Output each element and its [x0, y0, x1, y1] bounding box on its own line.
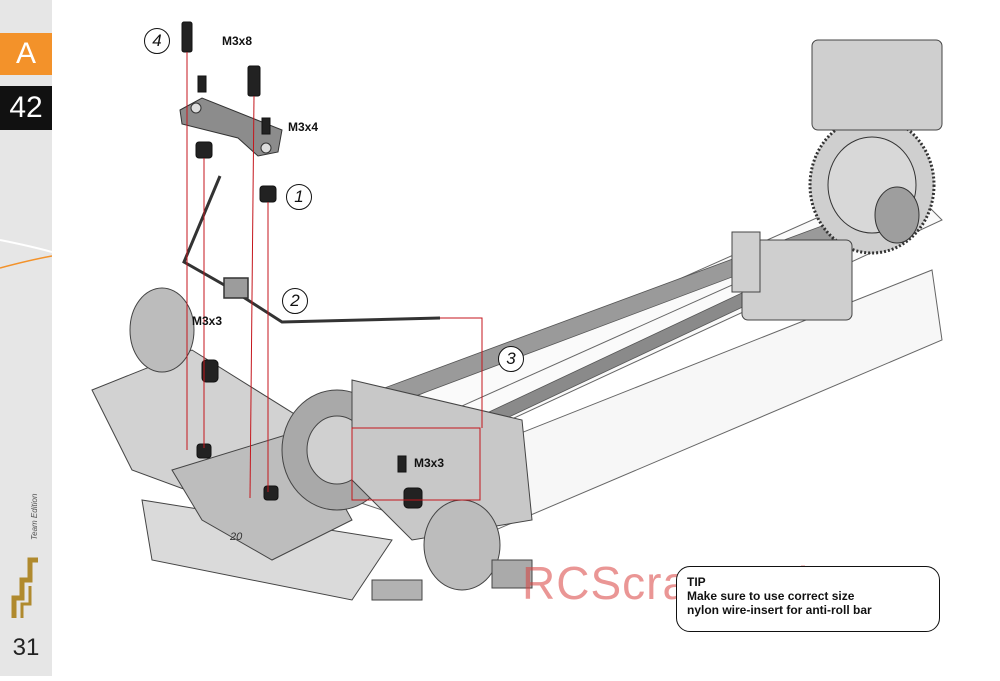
spur-gear: [808, 115, 936, 255]
step-4-marker: 4: [144, 28, 170, 54]
tip-line-2: nylon wire-insert for anti-roll bar: [687, 603, 872, 617]
plate-marking: 20: [229, 531, 243, 543]
team-edition-logo-icon: [11, 557, 38, 618]
step-3-marker: 3: [498, 346, 524, 372]
tip-box: TIP Make sure to use correct size nylon …: [676, 566, 940, 632]
sway-bar-mount: [179, 97, 283, 157]
screw-label-m3x8: M3x8: [222, 34, 253, 48]
tip-line-1: Make sure to use correct size: [687, 589, 855, 603]
step-2-marker: 2: [282, 288, 308, 314]
step-1-marker: 1: [286, 184, 312, 210]
rear-bulkhead: [731, 39, 943, 321]
screw-label-m3x4: M3x4: [288, 120, 319, 134]
page-number: 31: [12, 634, 40, 661]
anti-roll-bar: [182, 175, 441, 324]
screw-label-m3x3-right: M3x3: [414, 456, 445, 470]
decorative-swoosh: [0, 239, 52, 269]
step-number-tab: 42: [0, 86, 52, 130]
tip-title: TIP: [687, 575, 706, 589]
logo-caption: Team Edition: [30, 493, 39, 540]
sidebar: A 42 Team Edition 31: [0, 0, 52, 676]
assembly-illustration: 20: [52, 0, 1000, 676]
guide-lines: [186, 52, 483, 501]
chassis-drawing: 20: [91, 21, 943, 601]
front-suspension: [91, 287, 533, 601]
section-tab: A: [0, 33, 52, 75]
screw-label-m3x3-left: M3x3: [192, 314, 223, 328]
